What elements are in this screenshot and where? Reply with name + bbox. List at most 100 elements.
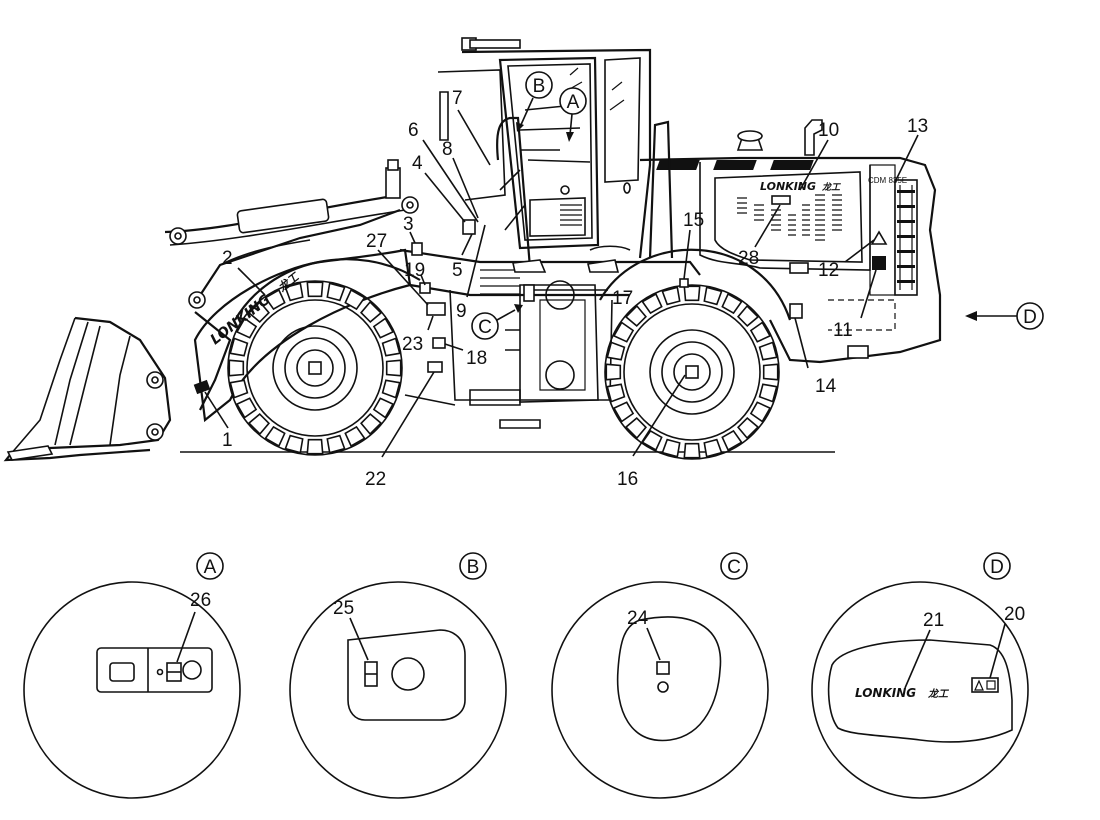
callout-19: 19 — [404, 260, 425, 281]
detail-view-b: B 25 — [289, 552, 507, 799]
callout-22: 22 — [365, 469, 386, 490]
front-tire-treads — [228, 281, 402, 455]
callout-8: 8 — [442, 139, 453, 160]
callout-24: 24 — [627, 608, 649, 629]
tire-tread-block — [247, 413, 270, 436]
callout-20: 20 — [1004, 604, 1025, 625]
callout-4: 4 — [412, 153, 423, 174]
svg-text:D: D — [990, 557, 1004, 578]
decal-23 — [426, 302, 446, 316]
tire-tread-block — [228, 359, 245, 377]
tire-tread-block — [758, 341, 778, 361]
decal-12 — [870, 230, 888, 245]
view-marker-a — [559, 87, 587, 115]
tire-tread-block — [229, 379, 249, 399]
callout-12: 12 — [818, 260, 839, 281]
engine-hood — [639, 119, 942, 364]
tire-tread-block — [344, 288, 366, 311]
tire-tread-block — [306, 438, 324, 455]
tire-tread-block — [641, 429, 663, 452]
decal-4 — [462, 219, 476, 235]
tire-tread-block — [721, 292, 743, 315]
decal-24 — [656, 661, 670, 675]
switch-panel — [96, 647, 213, 693]
callout-10: 10 — [818, 120, 839, 141]
decal-22 — [427, 361, 443, 373]
tire-tread-block — [606, 341, 626, 361]
callout-16: 16 — [617, 469, 638, 490]
tire-tread-block — [758, 383, 778, 403]
tire-tread-block — [624, 417, 647, 440]
detail-view-c: C 24 — [551, 552, 769, 799]
decal-11 — [872, 256, 886, 270]
callout-1: 1 — [222, 430, 233, 451]
tire-tread-block — [683, 442, 701, 459]
decal-3 — [411, 242, 423, 256]
exhaust-pipe — [804, 119, 823, 156]
decal-14 — [789, 303, 803, 319]
hood-brand-decal: LONKING — [760, 180, 816, 193]
callout-9: 9 — [456, 301, 467, 322]
handrail-right — [648, 120, 674, 259]
dash-panel — [347, 629, 466, 721]
decal-15 — [679, 278, 689, 288]
tire-tread-block — [344, 425, 366, 448]
tire-tread-block — [703, 438, 723, 458]
tire-tread-block — [264, 288, 286, 311]
tire-tread-block — [360, 300, 383, 323]
lift-cylinder — [236, 198, 330, 234]
callout-26: 26 — [190, 590, 211, 611]
tire-tread-block — [606, 383, 626, 403]
callout-15: 15 — [683, 210, 704, 231]
callout-27: 27 — [366, 231, 387, 252]
tire-tread-block — [235, 317, 258, 339]
tire-tread-block — [372, 397, 395, 419]
leader-lines — [204, 109, 919, 458]
tire-tread-block — [284, 434, 304, 454]
svg-text:B: B — [467, 557, 480, 578]
tire-tread-block — [624, 304, 647, 327]
detail-view-a: A 26 — [23, 552, 241, 799]
cab — [437, 37, 674, 269]
tire-tread-block — [247, 300, 270, 323]
rear-grille — [894, 179, 918, 296]
svg-text:C: C — [727, 557, 741, 578]
tire-tread-block — [372, 317, 395, 339]
tire-tread-block — [749, 401, 772, 423]
callout-2: 2 — [222, 248, 233, 269]
svg-text:龙工: 龙工 — [927, 688, 950, 700]
model-plate: CDM 835E — [868, 176, 907, 185]
svg-text:A: A — [204, 557, 217, 578]
svg-text:龙工: 龙工 — [821, 182, 841, 193]
view-marker-b — [525, 71, 553, 99]
callout-14: 14 — [815, 376, 837, 397]
callout-6: 6 — [408, 120, 419, 141]
callout-13: 13 — [907, 116, 928, 137]
rear-wheel — [604, 284, 780, 460]
counterweight-panel — [827, 639, 1013, 743]
hood-grille-2 — [713, 160, 757, 170]
front-wheel — [227, 280, 403, 456]
tire-tread-block — [306, 281, 324, 298]
decal-1 — [193, 379, 211, 395]
hood-grille-1 — [656, 160, 700, 170]
tire-tread-block — [385, 359, 402, 377]
tire-tread-block — [703, 286, 723, 306]
tire-tread-block — [661, 438, 681, 458]
tank-panel — [616, 616, 722, 742]
tire-tread-block — [381, 337, 401, 357]
tire-tread-block — [721, 429, 743, 452]
tire-tread-block — [683, 285, 701, 302]
tire-tread-block — [737, 417, 760, 440]
rear-fender — [599, 248, 792, 321]
tire-tread-block — [229, 337, 249, 357]
callout-17: 17 — [612, 288, 633, 309]
tire-tread-block — [381, 379, 401, 399]
svg-text:A: A — [567, 92, 580, 113]
bucket — [3, 316, 172, 462]
view-marker-c — [471, 312, 499, 340]
svg-text:B: B — [533, 76, 546, 97]
tire-tread-block — [612, 401, 635, 423]
handrail-left — [496, 116, 532, 269]
callout-7: 7 — [452, 88, 463, 109]
